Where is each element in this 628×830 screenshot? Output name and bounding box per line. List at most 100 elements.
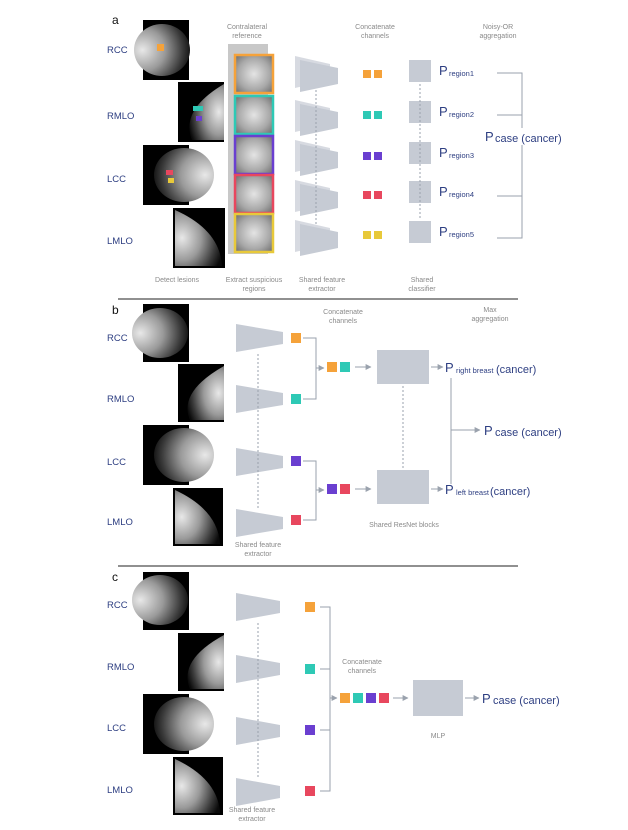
feature-cube-icon	[340, 693, 389, 703]
region-patch-1	[233, 53, 275, 95]
svg-text:P: P	[439, 63, 448, 78]
max-aggregation-lines	[450, 378, 481, 484]
case-prob-a: P case (cancer)	[485, 129, 562, 145]
svg-text:P: P	[484, 423, 493, 438]
panel-a-label: a	[112, 13, 119, 27]
view-label-rmlo: RMLO	[107, 662, 134, 673]
caption-extractor-2: extractor	[308, 286, 336, 293]
mammogram-image	[173, 208, 225, 268]
mammogram-image	[134, 20, 190, 80]
feature-extractor-trapezoid	[236, 324, 283, 537]
region-prob-3: P region3	[439, 145, 474, 160]
view-label-lcc: LCC	[107, 457, 126, 468]
left-breast-prob: P left breast (cancer)	[445, 482, 530, 498]
caption-extractor-2: extractor	[238, 816, 266, 823]
region-patch-3	[233, 134, 275, 176]
mammogram-image	[143, 694, 214, 754]
arrow-icon	[355, 364, 372, 492]
caption-noisy-or-1: Noisy-OR	[483, 24, 513, 31]
caption-detect: Detect lesions	[155, 277, 199, 284]
mammogram-image	[173, 488, 223, 546]
panel-c-label: c	[112, 570, 118, 584]
mammogram-image	[173, 757, 223, 815]
view-label-lmlo: LMLO	[107, 517, 133, 528]
caption-concat-2: channels	[361, 33, 390, 40]
caption-max-1: Max	[483, 307, 497, 314]
classifier-block	[377, 350, 429, 504]
svg-text:region3: region3	[449, 151, 474, 160]
caption-resnet: Shared ResNet blocks	[369, 522, 439, 529]
caption-contralateral-1: Contralateral	[227, 24, 268, 31]
caption-concat-1: Concatenate	[355, 24, 395, 31]
aggregation-lines	[497, 72, 523, 239]
svg-text:right breast: right breast	[456, 366, 494, 375]
view-label-lmlo: LMLO	[107, 785, 133, 796]
svg-text:region2: region2	[449, 110, 474, 119]
feature-cube-icon	[363, 70, 382, 239]
caption-max-2: aggregation	[472, 316, 509, 323]
svg-text:P: P	[439, 184, 448, 199]
caption-concat-2: channels	[329, 318, 358, 325]
caption-concat-2: channels	[348, 668, 377, 675]
mlp-block	[413, 680, 463, 716]
caption-classifier-1: Shared	[411, 277, 434, 284]
caption-concat-1: Concatenate	[323, 309, 363, 316]
svg-text:P: P	[445, 360, 454, 375]
panel-a: a RCC RMLO LCC LMLO	[107, 13, 562, 293]
caption-extract-2: regions	[243, 286, 266, 293]
caption-extractor-1: Shared feature	[229, 807, 275, 814]
caption-extractor-1: Shared feature	[299, 277, 345, 284]
svg-text:region4: region4	[449, 190, 474, 199]
feature-cube-icon	[291, 333, 301, 525]
region-patch-5	[233, 212, 275, 254]
svg-text:case (cancer): case (cancer)	[495, 427, 562, 439]
view-label-rcc: RCC	[107, 600, 128, 611]
region-prob-5: P region5	[439, 224, 474, 239]
caption-extractor-1: Shared feature	[235, 542, 281, 549]
view-label-rmlo: RMLO	[107, 394, 134, 405]
svg-text:region5: region5	[449, 230, 474, 239]
svg-text:P: P	[439, 104, 448, 119]
right-breast-prob: P right breast (cancer)	[445, 360, 536, 376]
feature-cube-icon	[305, 602, 315, 796]
panel-c: c RCC RMLO LCC LMLO	[107, 570, 560, 823]
region-prob-2: P region2	[439, 104, 474, 119]
svg-text:P: P	[482, 691, 491, 706]
mammogram-image	[143, 425, 214, 485]
case-prob-c: P case (cancer)	[482, 691, 560, 707]
caption-extractor-2: extractor	[244, 551, 272, 558]
svg-text:case (cancer): case (cancer)	[493, 695, 560, 707]
feature-cube-icon	[327, 362, 350, 494]
feature-extractor-trapezoid	[295, 56, 338, 256]
mammogram-image	[132, 572, 189, 630]
region-prob-4: P region4	[439, 184, 474, 199]
caption-noisy-or-2: aggregation	[480, 33, 517, 40]
view-label-lmlo: LMLO	[107, 236, 133, 247]
mammogram-image	[178, 633, 224, 691]
caption-mlp: MLP	[431, 733, 446, 740]
mammogram-image	[143, 145, 214, 205]
svg-text:(cancer): (cancer)	[490, 486, 530, 498]
classifier-block	[409, 60, 431, 243]
caption-classifier-2: classifier	[408, 286, 436, 293]
feature-extractor-trapezoid	[236, 593, 280, 806]
svg-text:P: P	[439, 145, 448, 160]
view-label-rcc: RCC	[107, 333, 128, 344]
svg-text:left breast: left breast	[456, 488, 490, 497]
caption-contralateral-2: reference	[232, 33, 262, 40]
region-patch-2	[233, 94, 275, 136]
panel-b: b RCC RMLO LCC LMLO	[107, 303, 562, 558]
region-patch-4	[233, 173, 275, 215]
svg-text:case (cancer): case (cancer)	[495, 133, 562, 145]
svg-text:region1: region1	[449, 69, 474, 78]
mammogram-image	[178, 82, 224, 142]
connector-lines	[303, 337, 325, 521]
panel-b-label: b	[112, 303, 119, 317]
case-prob-b: P case (cancer)	[484, 423, 562, 439]
svg-text:(cancer): (cancer)	[496, 364, 536, 376]
view-label-lcc: LCC	[107, 723, 126, 734]
arrow-icon	[431, 364, 444, 492]
view-label-rcc: RCC	[107, 45, 128, 56]
connector-lines	[320, 606, 338, 792]
